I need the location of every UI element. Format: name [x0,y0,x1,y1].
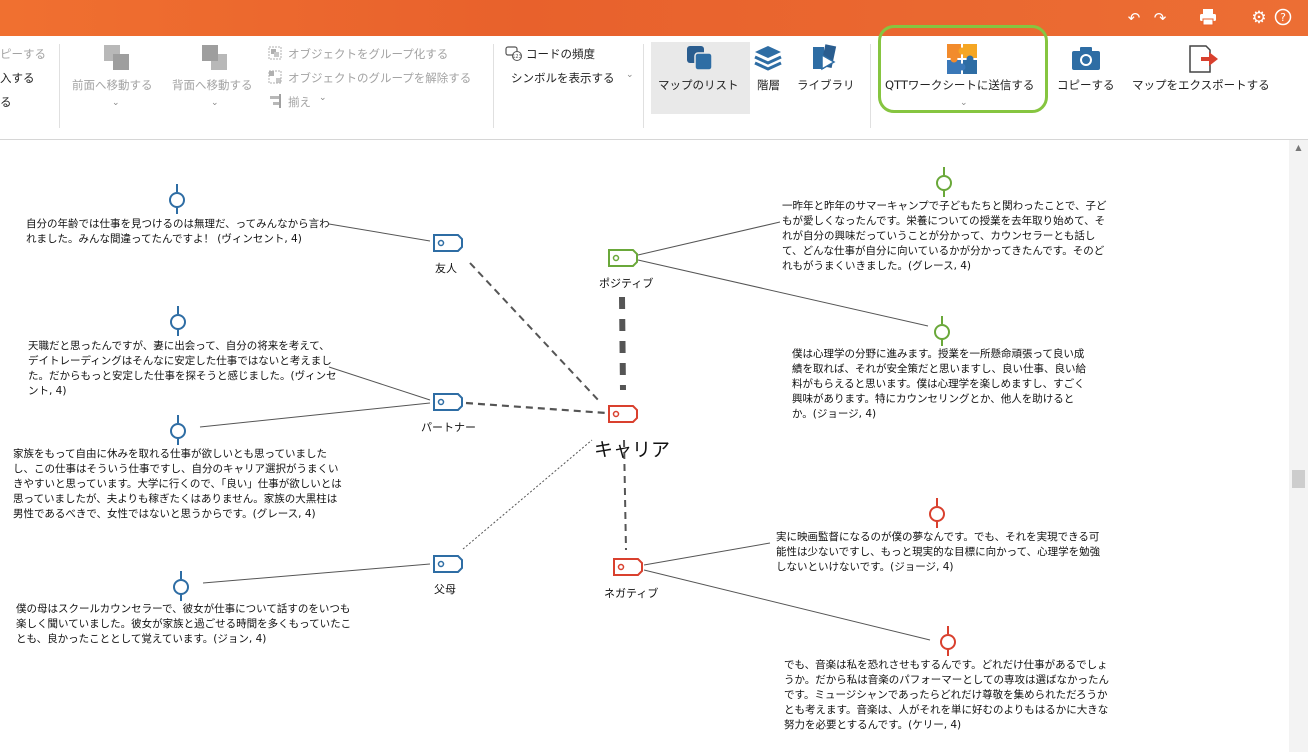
memo-pin-icon[interactable] [168,306,188,336]
code-tag-icon[interactable] [432,554,464,574]
export-icon[interactable] [1187,44,1219,78]
layers-button[interactable]: 階層 [757,78,780,92]
code-frequency-icon[interactable]: 123 [505,45,523,65]
ungroup-objects-button[interactable]: オブジェクトのグループを解除する [288,71,472,85]
help-icon[interactable]: ? [1273,8,1293,28]
send-to-qtt-worksheet-button[interactable]: QTTワークシートに送信する [885,78,1035,92]
chevron-down-icon[interactable]: ⌄ [960,98,968,108]
quote-george-2[interactable]: 実に映画監督になるのが僕の夢なんです。でも、それを実現できる可能性は少ないですし… [776,531,1101,573]
print-icon[interactable] [1198,8,1218,28]
memo-pin-icon[interactable] [168,415,188,445]
copy-button[interactable]: コピーする [1057,78,1115,92]
code-tag-icon[interactable] [432,233,464,253]
ungroup-icon[interactable] [268,69,282,88]
code-label-negative[interactable]: ネガティブ [604,587,659,600]
copy-partial-label[interactable]: ピーする [0,47,46,61]
map-links [199,221,931,641]
quote-john[interactable]: 僕の母はスクールカウンセラーで、彼女が仕事について話すのをいつも楽しく聞いていま… [16,603,352,645]
quote-vincent-2[interactable]: 天職だと思ったんですが、妻に出会って、自分の将来を考えて、デイトレーディングはそ… [28,340,337,397]
svg-text:?: ? [1280,11,1286,24]
group-icon[interactable] [268,45,282,64]
code-label-positive[interactable]: ポジティブ [599,277,654,290]
chevron-down-icon[interactable]: ⌄ [626,70,634,80]
quote-vincent-1[interactable]: 自分の年齢では仕事を見つけるのは無理だ、ってみんなから言われました。みんな間違っ… [26,218,330,245]
memo-pin-icon[interactable] [932,316,952,346]
insert-partial-label[interactable]: 入する [0,71,35,85]
qtt-highlight-frame [878,25,1048,113]
vertical-scrollbar[interactable]: ▲ [1289,140,1308,752]
memo-pin-icon[interactable] [934,167,954,197]
redo-icon[interactable]: ↷ [1153,9,1167,27]
map-list-button[interactable]: マップのリスト [658,78,739,92]
clip-partial-label[interactable]: る [0,95,12,109]
code-tag-icon[interactable] [607,248,639,268]
bring-forward-icon[interactable] [103,44,131,76]
chevron-down-icon[interactable]: ⌄ [112,98,120,108]
camera-icon[interactable] [1071,45,1101,75]
title-bar: ↶ ↷ ⚙ ? [0,0,1308,36]
send-backward-icon[interactable] [201,44,229,76]
puzzle-icon[interactable] [946,43,978,79]
memo-pin-icon[interactable] [938,626,958,656]
settings-icon[interactable]: ⚙ [1251,8,1267,28]
group-objects-button[interactable]: オブジェクトをグループ化する [288,47,449,61]
central-code-career[interactable]: キャリア [594,439,671,461]
memo-pin-icon[interactable] [171,571,191,601]
memo-pin-icon[interactable] [167,184,187,214]
map-canvas[interactable]: 友人 パートナー 父母 ポジティブ ネガティブ キャリア 自分の年齢では仕事を見… [0,140,1289,752]
align-button[interactable]: 揃え [288,95,311,109]
ribbon-separator [59,44,60,128]
send-backward-button[interactable]: 背面へ移動する [172,78,253,92]
ribbon-separator [643,44,644,128]
undo-icon[interactable]: ↶ [1127,9,1141,27]
library-icon[interactable] [810,43,842,79]
svg-text:123: 123 [512,54,522,60]
quote-kelly[interactable]: でも、音楽は私を恐れさせもするんです。どれだけ仕事があるでしょうか。だから私は音… [784,659,1109,731]
show-symbol-dropdown[interactable]: シンボルを表示する [511,71,615,85]
layers-icon[interactable] [753,43,783,77]
ribbon-separator [493,44,494,128]
ribbon-separator [870,44,871,128]
code-tag-icon[interactable] [607,404,639,424]
code-tag-icon[interactable] [432,392,464,412]
align-icon[interactable] [268,93,282,112]
quote-grace-2[interactable]: 一昨年と昨年のサマーキャンプで子どもたちと関わったことで、子どもが愛しくなったん… [782,200,1107,272]
bring-forward-button[interactable]: 前面へ移動する [72,78,153,92]
scroll-up-icon[interactable]: ▲ [1295,143,1302,152]
library-button[interactable]: ライブラリ [797,78,855,92]
map-list-icon[interactable] [685,44,715,78]
code-label-parents[interactable]: 父母 [434,583,456,596]
quote-grace-1[interactable]: 家族をもって自由に休みを取れる仕事が欲しいとも思っていましたし、この仕事はそうい… [13,448,342,520]
code-tag-icon[interactable] [612,557,644,577]
code-label-partner[interactable]: パートナー [421,421,476,434]
chevron-down-icon[interactable]: ⌄ [211,98,219,108]
quote-george-1[interactable]: 僕は心理学の分野に進みます。授業を一所懸命頑張って良い成績を取れば、それが安全策… [792,348,1086,420]
memo-pin-icon[interactable] [927,498,947,528]
chevron-down-icon[interactable]: ⌄ [319,93,327,103]
code-label-friend[interactable]: 友人 [435,262,457,275]
export-map-button[interactable]: マップをエクスポートする [1132,78,1270,92]
code-frequency-button[interactable]: コードの頻度 [526,47,595,61]
scrollbar-thumb[interactable] [1292,470,1305,488]
